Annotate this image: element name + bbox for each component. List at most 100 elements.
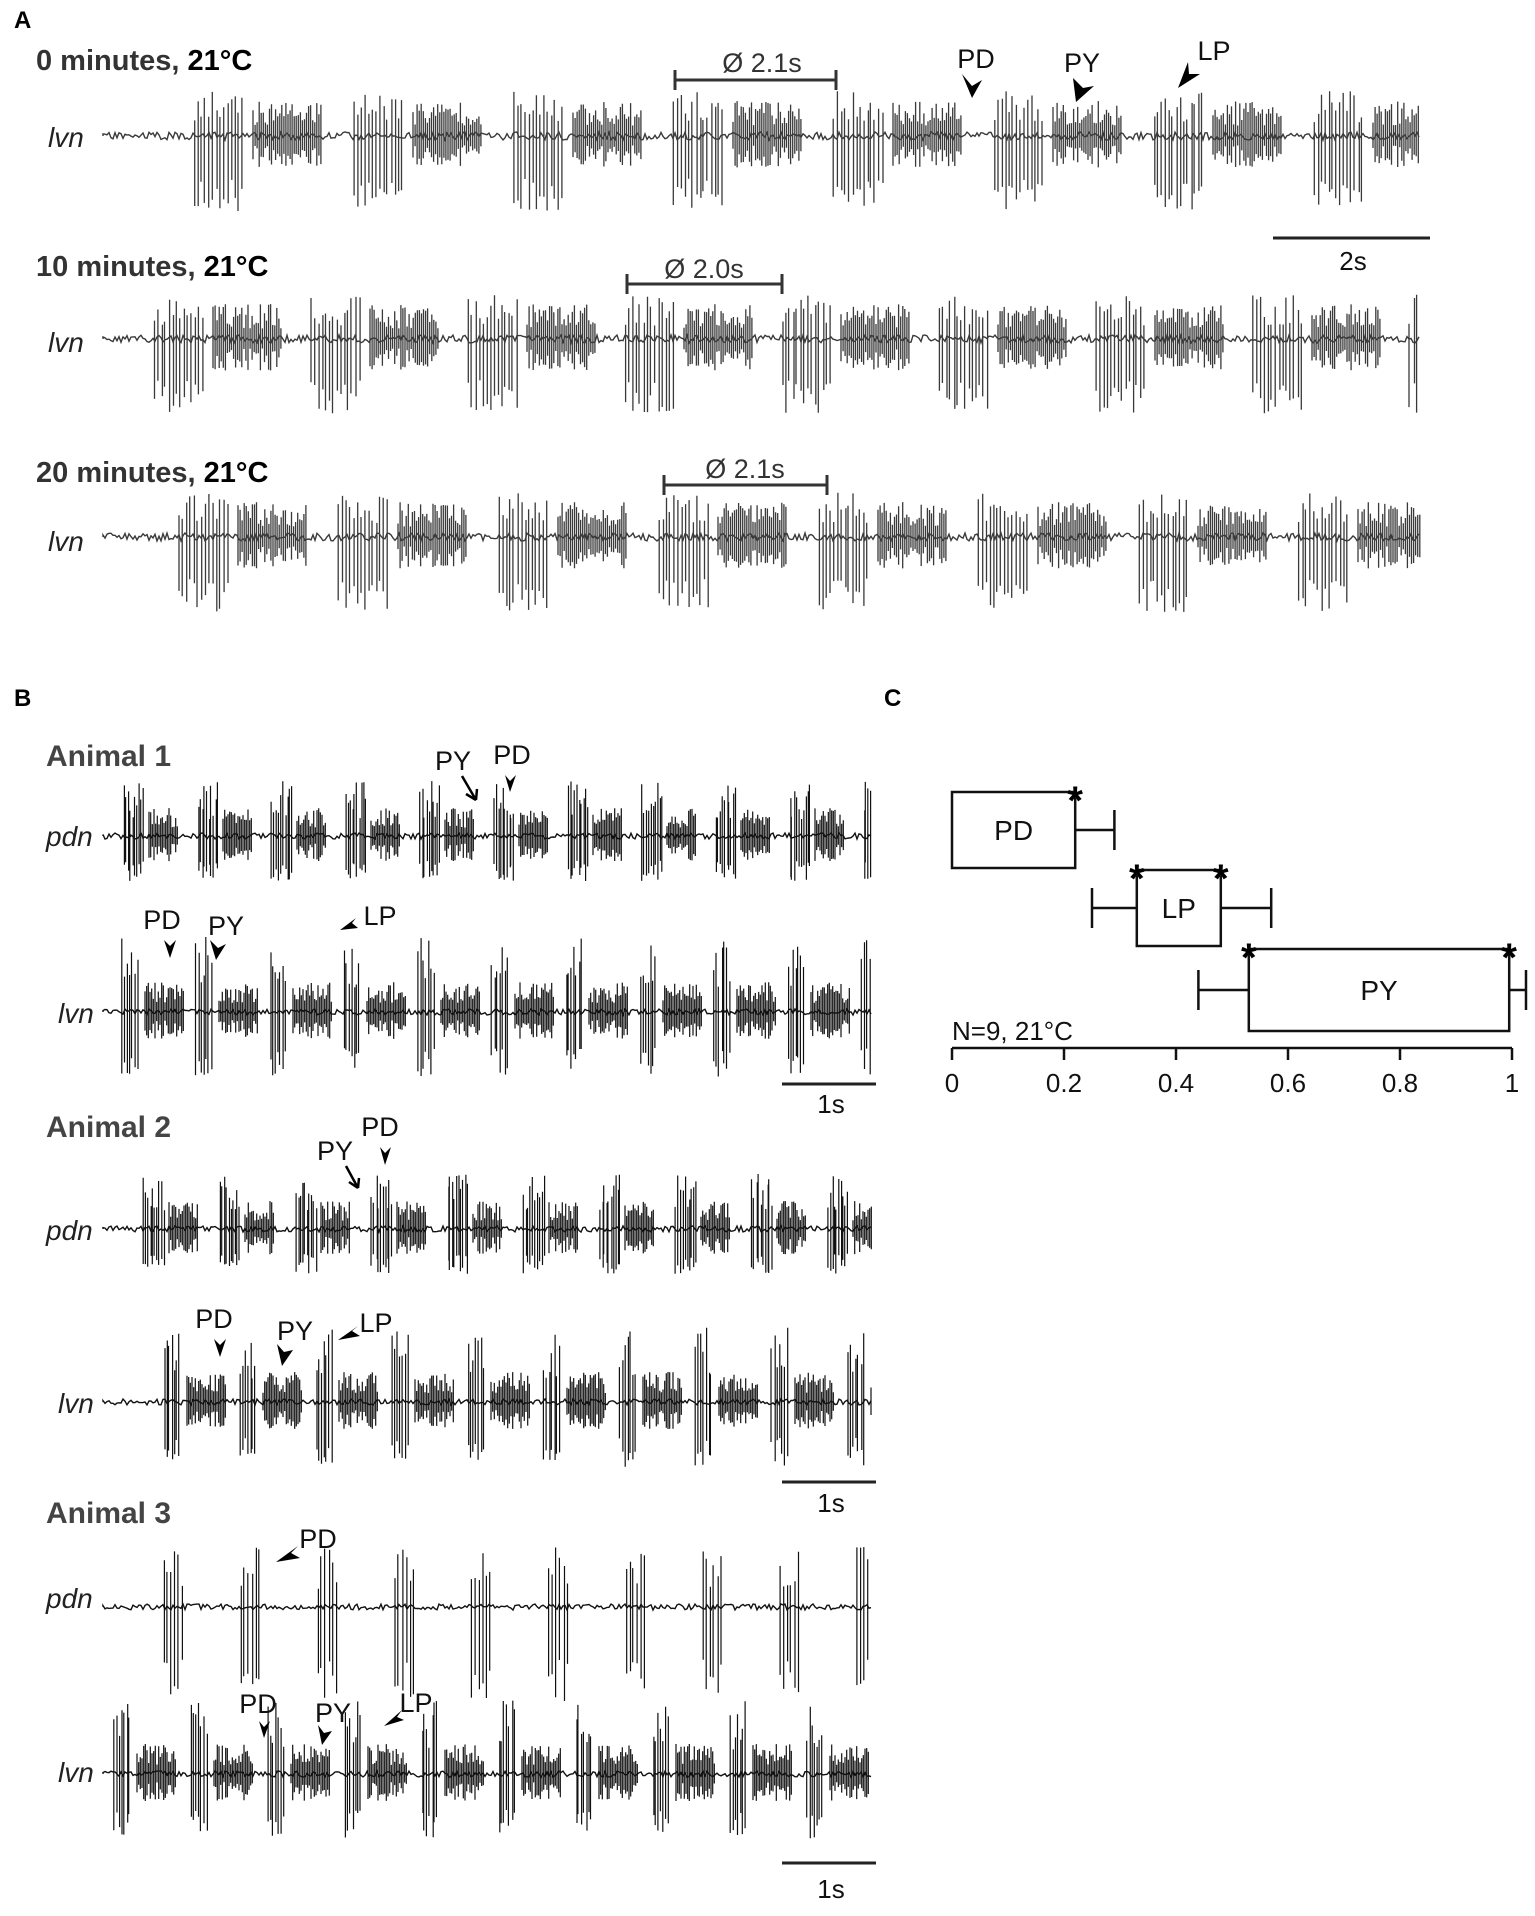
- burst: [818, 492, 947, 610]
- x-axis-tick-label: 0.8: [1382, 1068, 1418, 1098]
- burst: [977, 493, 1107, 608]
- panel-a-letter: A: [14, 7, 31, 34]
- burst: [806, 1706, 869, 1839]
- cycle-period-label: Ø 2.1s: [705, 454, 785, 484]
- panel-a: A 0 minutes, 21°C lvn Ø 2.1s PD PY LP 2s: [14, 7, 1430, 612]
- burst: [417, 938, 480, 1076]
- burst: [240, 1547, 260, 1685]
- burst: [343, 948, 406, 1068]
- marker-label-py: PY: [277, 1316, 313, 1346]
- burst: [219, 1176, 274, 1266]
- burst: [827, 1176, 872, 1274]
- panel-a-row-3-trace: [102, 492, 1421, 612]
- burst: [178, 494, 307, 612]
- sample-size-note: N=9, 21°C: [952, 1016, 1073, 1046]
- burst: [295, 1182, 350, 1274]
- burst: [674, 1175, 730, 1274]
- burst: [658, 495, 787, 608]
- animal-3-title: Animal 3: [46, 1497, 171, 1530]
- burst: [270, 952, 332, 1076]
- trace-baseline: [102, 1224, 872, 1235]
- burst: [576, 1704, 638, 1831]
- phase-box-label-py: PY: [1360, 975, 1398, 1006]
- phase-box-pd: [950, 790, 1077, 870]
- time-scalebar: 2s: [1273, 236, 1430, 276]
- burst: [618, 1331, 682, 1467]
- burst: [370, 1175, 426, 1273]
- animal-3-scalebar-label: 1s: [817, 1874, 844, 1904]
- trace-baseline: [102, 530, 1420, 544]
- marker-arrowhead-lp: [340, 918, 358, 930]
- marker-label-lp: LP: [399, 1688, 432, 1718]
- burst: [1154, 92, 1282, 210]
- burst: [394, 1549, 414, 1697]
- marker-arrowhead-lp: [1178, 62, 1200, 88]
- burst: [750, 1174, 806, 1273]
- burst: [310, 296, 439, 414]
- burst: [782, 295, 910, 413]
- marker-label-pd: PD: [143, 905, 181, 935]
- burst: [499, 1700, 561, 1833]
- burst: [860, 940, 871, 1075]
- marker-label-py: PY: [317, 1136, 353, 1166]
- burst: [353, 94, 482, 207]
- animal-3-scalebar: 1s: [782, 1861, 876, 1904]
- burst: [548, 1547, 569, 1701]
- time-scalebar-label: 2s: [1339, 246, 1366, 276]
- animal-2-scalebar-label: 1s: [817, 1488, 844, 1518]
- marker-arrowhead-py: [277, 1344, 293, 1366]
- x-axis-tick-label: 0.6: [1270, 1068, 1306, 1098]
- burst: [729, 1701, 792, 1835]
- animal-2-title: Animal 2: [46, 1111, 171, 1144]
- animal-3-pdn-trace: [102, 1547, 872, 1701]
- panel-b: B Animal 1 pdn lvn PY PD PD PY LP 1s Ani…: [14, 685, 876, 1904]
- animal-3-markers: PD PD PY LP: [239, 1524, 433, 1745]
- burst: [422, 1701, 484, 1838]
- phase-box-label-pd: PD: [994, 815, 1033, 846]
- marker-arrowhead-pd: [505, 775, 516, 792]
- burst: [267, 1702, 330, 1836]
- burst: [113, 1704, 176, 1835]
- cycle-period-label: Ø 2.0s: [664, 254, 744, 284]
- marker-arrowhead-pd: [276, 1546, 300, 1562]
- x-axis-tick-label: 0: [945, 1068, 959, 1098]
- marker-label-pd: PD: [493, 740, 531, 770]
- animal-1-lvn-trace: [102, 937, 872, 1077]
- burst: [163, 1551, 183, 1695]
- significance-star: *: [1501, 936, 1517, 980]
- burst: [337, 495, 467, 610]
- burst: [391, 1331, 454, 1459]
- burst: [641, 782, 696, 881]
- burst: [522, 1175, 578, 1274]
- marker-label-pd: PD: [299, 1524, 337, 1554]
- burst: [153, 299, 282, 412]
- burst: [672, 92, 802, 208]
- burst: [567, 781, 622, 881]
- burst: [490, 947, 554, 1075]
- burst: [190, 1703, 253, 1832]
- burst: [770, 1327, 834, 1466]
- x-axis-tick-label: 1: [1505, 1068, 1519, 1098]
- burst: [542, 1334, 606, 1460]
- panel-a-row-2-trace: [102, 294, 1420, 414]
- burst: [344, 1701, 407, 1838]
- animal-1-lvn-label: lvn: [58, 998, 94, 1029]
- burst: [715, 785, 770, 879]
- burst: [1095, 296, 1224, 413]
- burst: [994, 91, 1122, 210]
- burst: [788, 946, 850, 1074]
- burst: [198, 782, 252, 878]
- burst: [864, 781, 872, 879]
- burst: [123, 783, 178, 881]
- panel-a-row-1-title: 0 minutes, 21°C: [36, 45, 252, 77]
- marker-py: PY: [1064, 48, 1100, 102]
- animal-2-pdn-trace: [102, 1174, 872, 1274]
- marker-lp: LP: [1178, 36, 1231, 88]
- animal-2-lvn-label: lvn: [58, 1388, 94, 1419]
- cycle-bracket: Ø 2.1s: [662, 454, 829, 495]
- burst: [1313, 91, 1419, 206]
- burst: [856, 1547, 869, 1686]
- animal-1-pdn-trace: [102, 781, 872, 881]
- animal-1-scalebar: 1s: [782, 1082, 876, 1119]
- panel-a-row-3-title: 20 minutes, 21°C: [36, 457, 268, 489]
